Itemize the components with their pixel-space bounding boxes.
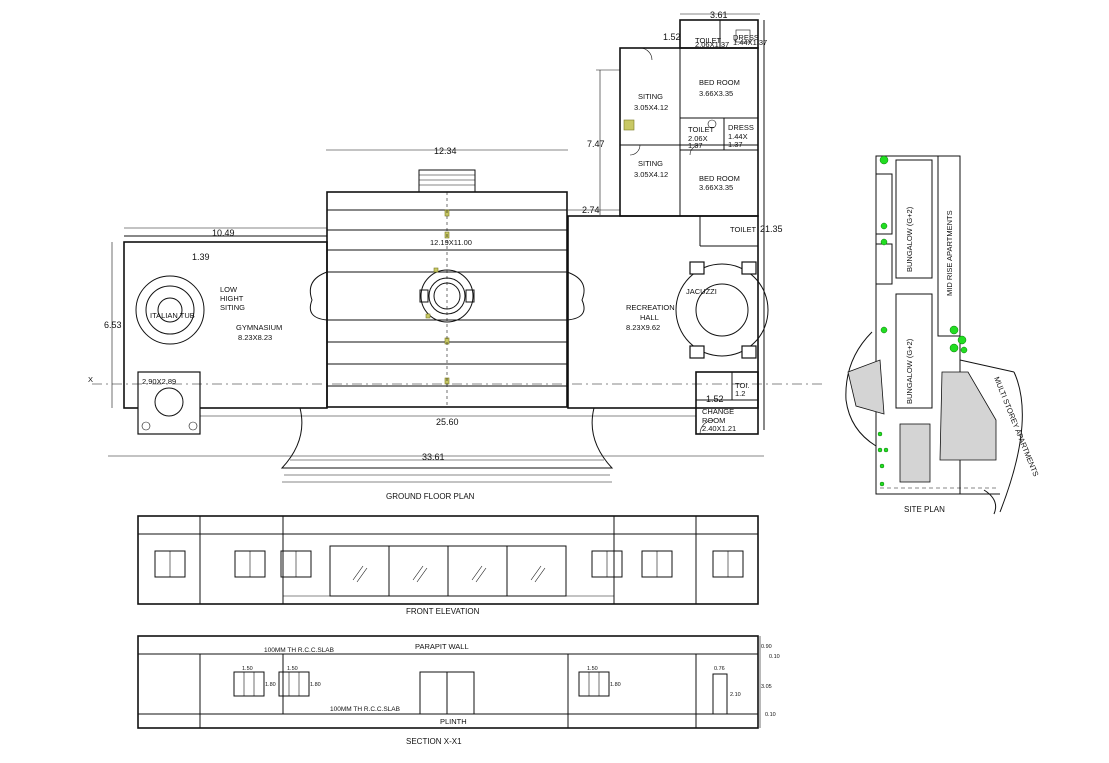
room-size-dress-mid-2: 1.37 — [728, 140, 743, 149]
dim-1-39: 1.39 — [192, 252, 210, 262]
section-parapet-label: PARAPIT WALL — [415, 642, 469, 651]
room-size-toi: 1.2 — [735, 389, 745, 398]
section-level-2: 0.10 — [769, 654, 780, 660]
section-plinth-label: PLINTH — [440, 717, 467, 726]
dim-21-35: 21.35 — [760, 224, 783, 234]
room-label-siting-2: SITING — [638, 159, 663, 168]
bedroom-wing — [619, 19, 765, 430]
room-label-room: ROOM — [702, 416, 725, 425]
room-size-gymnasium: 8.23X8.23 — [238, 333, 272, 342]
room-label-jacuzzi: JACUZZI — [686, 287, 717, 296]
section-door-height: 2.10 — [730, 692, 741, 698]
entrance-plaza: 25.60 33.61 — [108, 407, 764, 483]
dim-10-49: 10.49 — [212, 228, 235, 238]
recreation-hall: TOILET RECREATION HALL 8.23X9.62 JACUZZI… — [567, 205, 783, 435]
section-window-1-height: 1.80 — [265, 682, 276, 688]
dim-1-52-top: 1.52 — [663, 32, 681, 42]
section-window-1-width: 1.50 — [242, 666, 253, 672]
room-label-low: LOW — [220, 285, 238, 294]
dim-2-74: 2.74 — [582, 205, 600, 215]
room-label-hall: HALL — [640, 313, 659, 322]
gymnasium: 10.49 1.39 6.53 LOW HIGHT SITING ITALIAN… — [104, 227, 328, 435]
section-slab-mid-label: 100MM TH R.C.C.SLAB — [330, 706, 400, 713]
room-size-recreation: 8.23X9.62 — [626, 323, 660, 332]
room-size-dress-mid: 1.44X — [728, 132, 748, 141]
central-size-label: 12.19X11.00 — [430, 238, 472, 247]
room-size-siting-1: 3.05X4.12 — [634, 103, 668, 112]
room-size-toilet-mid-2: 1.37 — [688, 141, 703, 150]
site-label-bungalow-1: BUNGALOW (G+2) — [905, 206, 914, 272]
section-level-3: 3.05 — [761, 684, 772, 690]
room-label-siting-1: SITING — [638, 92, 663, 101]
room-label-bedroom-2: BED ROOM — [699, 174, 740, 183]
room-label-change: CHANGE — [702, 407, 734, 416]
room-label-bedroom-1: BED ROOM — [699, 78, 740, 87]
section-x-x1: 100MM TH R.C.C.SLAB PARAPIT WALL 100MM T… — [137, 635, 780, 746]
room-size-bedroom-1: 3.66X3.35 — [699, 89, 733, 98]
room-size-toilet-mid: 2.06X — [688, 134, 708, 143]
dim-12-34: 12.34 — [434, 146, 457, 156]
room-size-change: 2.40X1.21 — [702, 424, 736, 433]
dim-3-61: 3.61 — [710, 10, 728, 20]
room-size-small-room: 2.90X2.89 — [142, 377, 176, 386]
room-size-dress-top: 1.44X1.37 — [733, 38, 767, 47]
dim-7-47: 7.47 — [587, 139, 605, 149]
section-caption: SECTION X-X1 — [406, 737, 462, 746]
dim-6-53: 6.53 — [104, 320, 122, 330]
room-label-dress-top: DRESS — [733, 33, 759, 42]
section-window-2-height: 1.80 — [310, 682, 321, 688]
room-label-toilet-right: TOILET — [730, 225, 757, 234]
room-label-italian-tub: ITALIAN TUB — [150, 311, 195, 320]
central-hall: 12.34 — [309, 146, 585, 408]
dim-33-61: 33.61 — [422, 452, 445, 462]
section-window-3-height: 1.80 — [610, 682, 621, 688]
section-level-4: 0.10 — [765, 712, 776, 718]
dim-25-60: 25.60 — [436, 417, 459, 427]
room-label-gymnasium: GYMNASIUM — [236, 323, 282, 332]
section-window-2-width: 1.50 — [287, 666, 298, 672]
site-label-mid-rise: MID RISE APARTMENTS — [945, 210, 954, 296]
room-label-toilet-mid: TOILET — [688, 125, 715, 134]
room-label-dress-mid: DRESS — [728, 123, 754, 132]
section-window-3-width: 1.50 — [587, 666, 598, 672]
room-size-toilet-top: 2.06X1.37 — [695, 40, 729, 49]
dim-1-52-bottom: 1.52 — [706, 394, 724, 404]
front-elevation: FRONT ELEVATION — [137, 515, 759, 616]
front-elevation-caption: FRONT ELEVATION — [406, 607, 480, 616]
ground-floor-plan: 3.61 1.52 7.47 TOILET 2.06X1.37 DRESS 1.… — [88, 10, 822, 501]
ground-floor-plan-caption: GROUND FLOOR PLAN — [386, 492, 475, 501]
room-label-toi: TOI. — [735, 381, 749, 390]
room-label-recreation: RECREATION — [626, 303, 675, 312]
section-marker-x: X — [88, 375, 93, 384]
room-size-siting-2: 3.05X4.12 — [634, 170, 668, 179]
site-plan-caption: SITE PLAN — [904, 505, 945, 514]
section-slab-top-label: 100MM TH R.C.C.SLAB — [264, 647, 334, 654]
section-level-1: 0.90 — [761, 644, 772, 650]
room-label-toilet-top: TOILET — [695, 36, 722, 45]
site-plan: BUNGALOW (G+2) MID RISE APARTMENTS BUNGA… — [845, 155, 1041, 515]
section-door-width: 0.76 — [714, 666, 725, 672]
room-label-hight: HIGHT — [220, 294, 244, 303]
room-size-bedroom-2: 3.66X3.35 — [699, 183, 733, 192]
site-label-bungalow-2: BUNGALOW (G+2) — [905, 338, 914, 404]
room-label-low-siting: SITING — [220, 303, 245, 312]
